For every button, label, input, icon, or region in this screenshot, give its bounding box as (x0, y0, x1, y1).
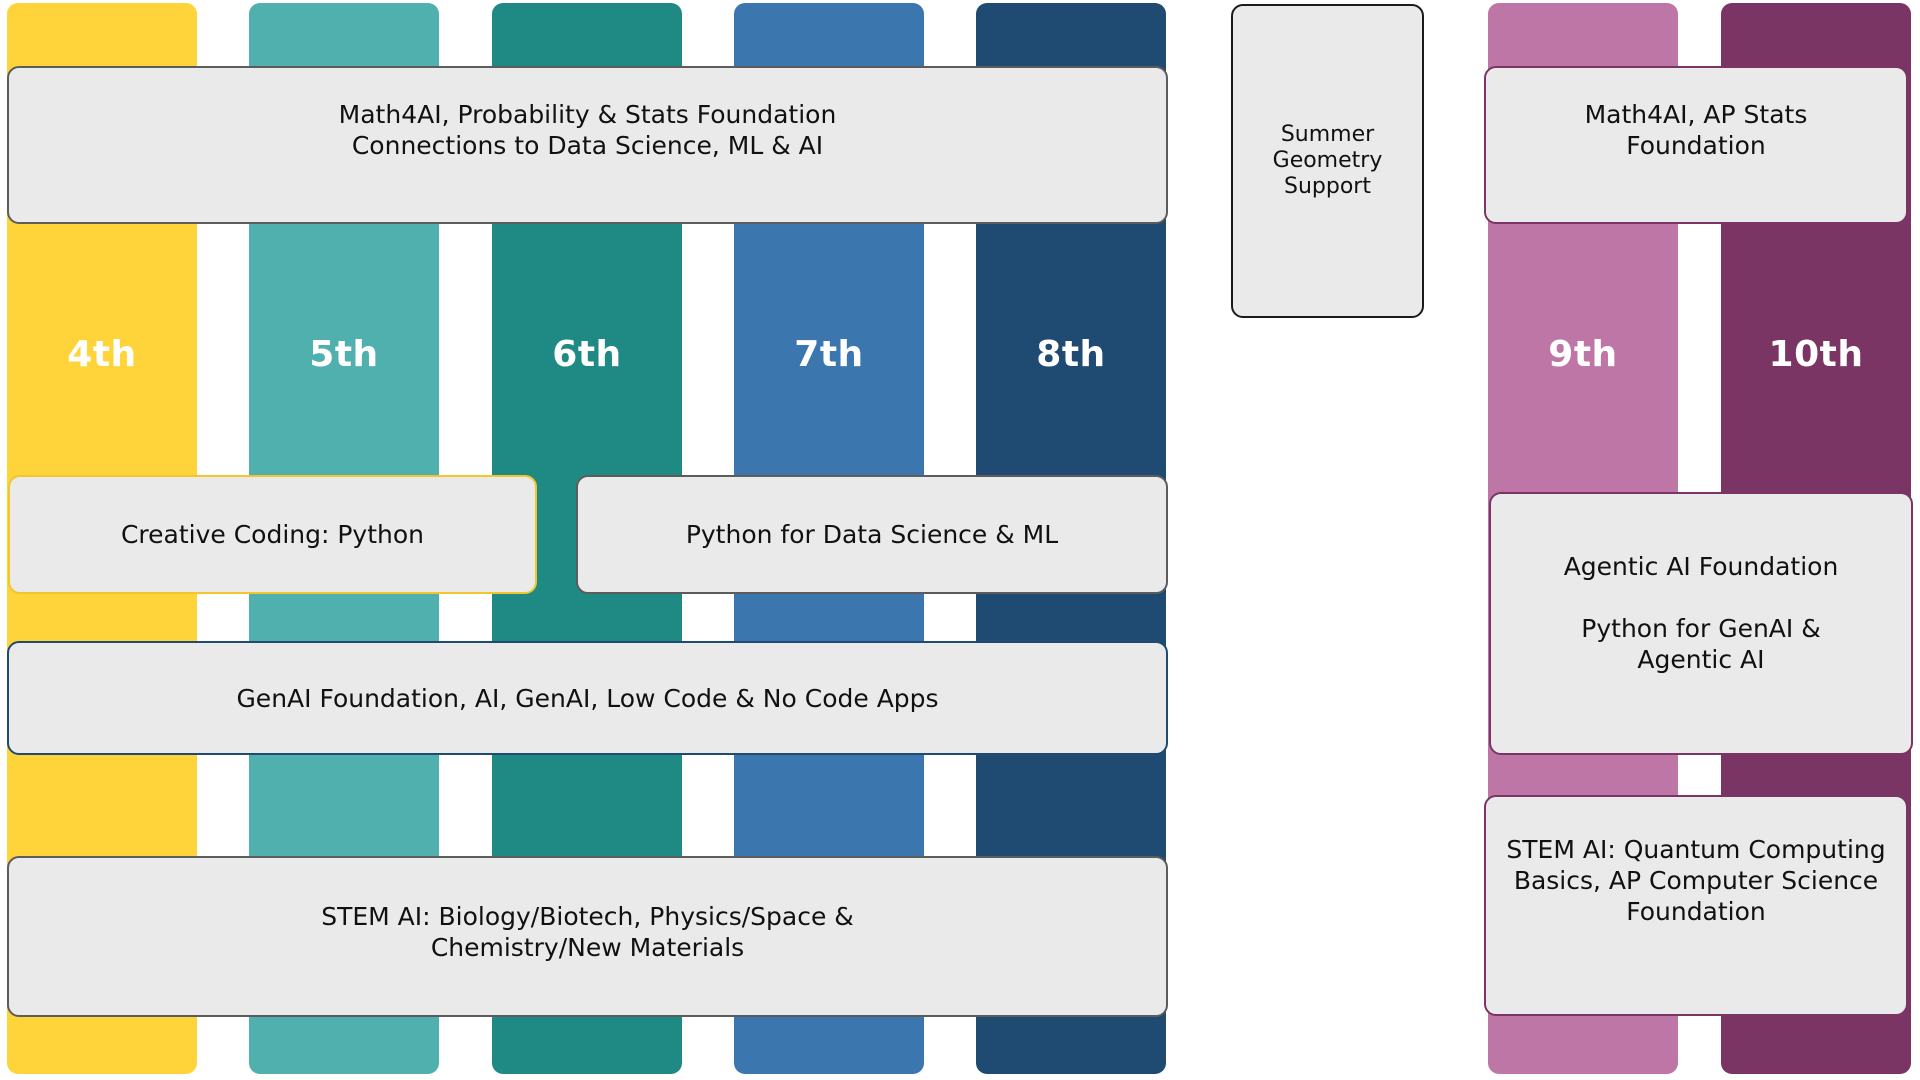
course-title: Summer Geometry Support (1272, 122, 1383, 199)
course-title: GenAI Foundation, AI, GenAI, Low Code & … (236, 683, 939, 713)
course-stem-quantum: STEM AI: Quantum Computing Basics, AP Co… (1484, 795, 1908, 1016)
grade-label: 10th (1768, 334, 1864, 375)
course-python-data-science: Python for Data Science & ML (576, 475, 1168, 594)
grade-label: 6th (552, 334, 622, 375)
grade-label: 4th (67, 334, 137, 375)
course-summer-geometry: Summer Geometry Support (1231, 4, 1424, 318)
course-agentic-ai: Agentic AI Foundation Python for GenAI &… (1489, 492, 1913, 755)
course-title: STEM AI: Quantum Computing Basics, AP Co… (1506, 835, 1886, 926)
course-stem-ai: STEM AI: Biology/Biotech, Physics/Space … (7, 856, 1168, 1017)
grade-label: 8th (1036, 334, 1106, 375)
course-math-foundation: Math4AI, Probability & Stats Foundation … (7, 66, 1168, 224)
grade-label: 7th (794, 334, 864, 375)
course-creative-coding: Creative Coding: Python (8, 475, 537, 594)
course-genai-foundation: GenAI Foundation, AI, GenAI, Low Code & … (7, 641, 1168, 755)
grade-label: 5th (309, 334, 379, 375)
grade-label: 9th (1548, 334, 1618, 375)
course-title: Creative Coding: Python (120, 520, 425, 549)
course-title: Python for Data Science & ML (685, 520, 1059, 549)
course-title: Agentic AI Foundation Python for GenAI &… (1563, 551, 1839, 674)
course-title: STEM AI: Biology/Biotech, Physics/Space … (321, 901, 854, 962)
course-math-ap-stats: Math4AI, AP Stats Foundation (1484, 66, 1908, 224)
course-title: Math4AI, Probability & Stats Foundation … (338, 100, 837, 160)
course-title: Math4AI, AP Stats Foundation (1584, 100, 1808, 160)
